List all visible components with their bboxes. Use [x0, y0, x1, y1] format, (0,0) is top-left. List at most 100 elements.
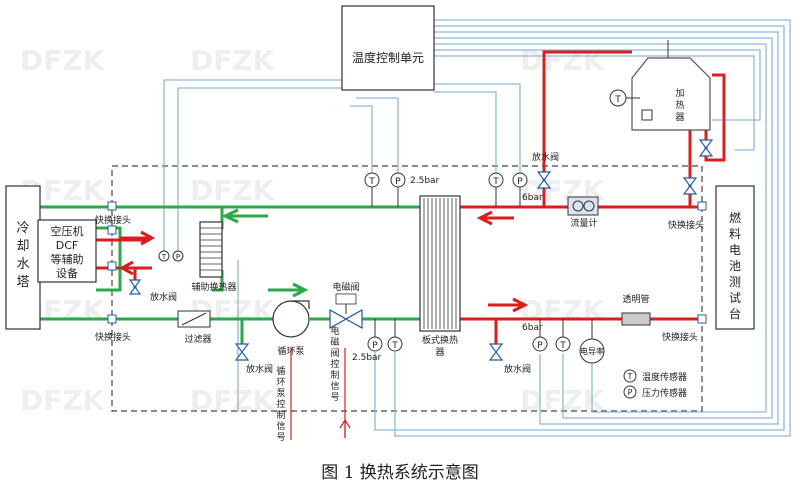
- svg-text:台: 台: [729, 306, 741, 321]
- svg-text:电导率: 电导率: [580, 346, 604, 356]
- cooling-tower-char: 水: [16, 257, 29, 272]
- svg-text:器: 器: [435, 347, 444, 358]
- solenoid-valve: 电磁阀: [329, 281, 363, 330]
- svg-text:阀: 阀: [330, 348, 339, 359]
- signal-lines: [163, 19, 791, 437]
- top-sensors: T P 2.5bar T P 6bar: [364, 172, 543, 207]
- solenoid-signal-label: 电 磁 阀 控 制 信 号: [330, 325, 339, 403]
- svg-text:号: 号: [330, 392, 339, 403]
- svg-text:T: T: [559, 341, 566, 351]
- aux-sensors: T P: [158, 250, 184, 262]
- svg-text:放水阀: 放水阀: [246, 363, 273, 375]
- svg-text:泵: 泵: [276, 388, 285, 399]
- svg-text:温度控制单元: 温度控制单元: [352, 50, 424, 65]
- svg-text:制: 制: [276, 409, 285, 421]
- heater-tank: T 加 热 器: [609, 40, 711, 131]
- svg-text:料: 料: [729, 227, 741, 241]
- svg-text:电: 电: [330, 325, 339, 337]
- svg-text:P: P: [372, 341, 378, 351]
- svg-text:6bar: 6bar: [522, 323, 543, 333]
- svg-text:DFZK: DFZK: [190, 384, 276, 417]
- conductivity-meter: 电导率: [579, 319, 605, 364]
- svg-text:快换接头: 快换接头: [95, 331, 131, 343]
- svg-text:循: 循: [276, 365, 285, 377]
- svg-text:热: 热: [675, 99, 684, 111]
- svg-text:DFZK: DFZK: [190, 44, 276, 77]
- svg-text:6bar: 6bar: [522, 193, 543, 203]
- temperature-control-unit: 温度控制单元: [341, 5, 435, 91]
- cooling-tower-char: 塔: [16, 275, 29, 290]
- svg-text:号: 号: [276, 432, 285, 443]
- svg-text:电: 电: [729, 243, 741, 257]
- watermark: DFZK DFZK DFZK DFZK DFZK DFZK DFZK DFZK …: [20, 44, 606, 417]
- svg-text:T: T: [391, 341, 398, 351]
- svg-text:DFZK: DFZK: [20, 44, 106, 77]
- quick-coupling-labels: 快换接头 快换接头 快换接头 快换接头: [95, 214, 704, 343]
- valve-labels: 放水阀 放水阀 放水阀 放水阀: [150, 151, 559, 375]
- svg-text:燃: 燃: [729, 210, 741, 225]
- pump-signal-label: 循 环 泵 控 制 信 号: [276, 365, 285, 443]
- flowmeter: 流量计: [567, 196, 599, 229]
- svg-text:试: 试: [729, 290, 741, 305]
- sight-tube: 透明管: [621, 293, 651, 326]
- svg-text:环: 环: [276, 377, 285, 388]
- aux-heat-exchanger: 辅助换热器: [191, 221, 237, 293]
- svg-text:温度传感器: 温度传感器: [642, 371, 687, 383]
- plate-heat-exchanger: 板式换热 器: [419, 195, 461, 358]
- svg-text:P: P: [517, 177, 523, 187]
- svg-text:DFZK: DFZK: [190, 174, 276, 207]
- svg-text:设备: 设备: [56, 266, 78, 280]
- svg-text:放水阀: 放水阀: [532, 151, 559, 163]
- aux-equipment: 空压机 DCF 等辅助 设备: [37, 219, 97, 283]
- svg-text:快换接头: 快换接头: [95, 214, 131, 226]
- svg-text:辅助换热器: 辅助换热器: [191, 281, 236, 293]
- svg-text:信: 信: [276, 420, 285, 432]
- circulation-pump: 循环泵: [272, 300, 310, 357]
- svg-text:电磁阀: 电磁阀: [332, 281, 359, 293]
- svg-text:磁: 磁: [330, 336, 339, 348]
- svg-text:循环泵: 循环泵: [277, 345, 304, 357]
- svg-text:加: 加: [675, 88, 684, 99]
- svg-text:空压机: 空压机: [51, 224, 84, 238]
- cooling-tower-char: 冷: [16, 221, 29, 236]
- svg-text:T: T: [614, 95, 621, 105]
- svg-text:T: T: [627, 372, 633, 381]
- svg-text:过滤器: 过滤器: [184, 333, 211, 345]
- svg-text:放水阀: 放水阀: [504, 363, 531, 375]
- svg-text:测: 测: [729, 275, 741, 289]
- svg-text:P: P: [395, 177, 401, 187]
- svg-text:DCF: DCF: [56, 239, 78, 252]
- figure-caption: 图 1 换热系统示意图: [321, 463, 479, 483]
- cold-loop: [40, 205, 702, 350]
- svg-text:板式换热: 板式换热: [422, 334, 458, 346]
- svg-text:等辅助: 等辅助: [51, 252, 84, 266]
- quick-couplings: [107, 201, 707, 324]
- svg-text:池: 池: [729, 259, 741, 273]
- svg-text:T: T: [492, 177, 499, 187]
- filter: 过滤器: [177, 310, 212, 345]
- cooling-tower: 冷 却 水 塔: [5, 185, 41, 330]
- bottom-sensors: P T 2.5bar P T 6bar: [352, 319, 571, 363]
- svg-text:P: P: [537, 341, 543, 351]
- svg-text:压力传感器: 压力传感器: [642, 387, 687, 399]
- svg-text:2.5bar: 2.5bar: [352, 353, 382, 363]
- svg-text:控: 控: [330, 358, 339, 370]
- svg-text:T: T: [368, 177, 375, 187]
- svg-text:透明管: 透明管: [622, 293, 649, 305]
- fuel-cell-test-bench: 燃 料 电 池 测 试 台: [715, 185, 755, 330]
- svg-text:2.5bar: 2.5bar: [410, 176, 440, 186]
- svg-text:放水阀: 放水阀: [150, 291, 177, 303]
- system-boundary: [111, 165, 703, 412]
- svg-text:T: T: [161, 253, 167, 261]
- svg-text:P: P: [628, 388, 633, 397]
- svg-text:DFZK: DFZK: [520, 44, 606, 77]
- svg-text:DFZK: DFZK: [20, 384, 106, 417]
- svg-text:信: 信: [330, 380, 339, 392]
- svg-text:快换接头: 快换接头: [662, 331, 698, 343]
- svg-text:控: 控: [276, 398, 285, 410]
- svg-text:P: P: [176, 253, 180, 261]
- flow-arrows: [118, 208, 529, 438]
- svg-text:快换接头: 快换接头: [668, 219, 704, 231]
- svg-text:流量计: 流量计: [570, 217, 597, 229]
